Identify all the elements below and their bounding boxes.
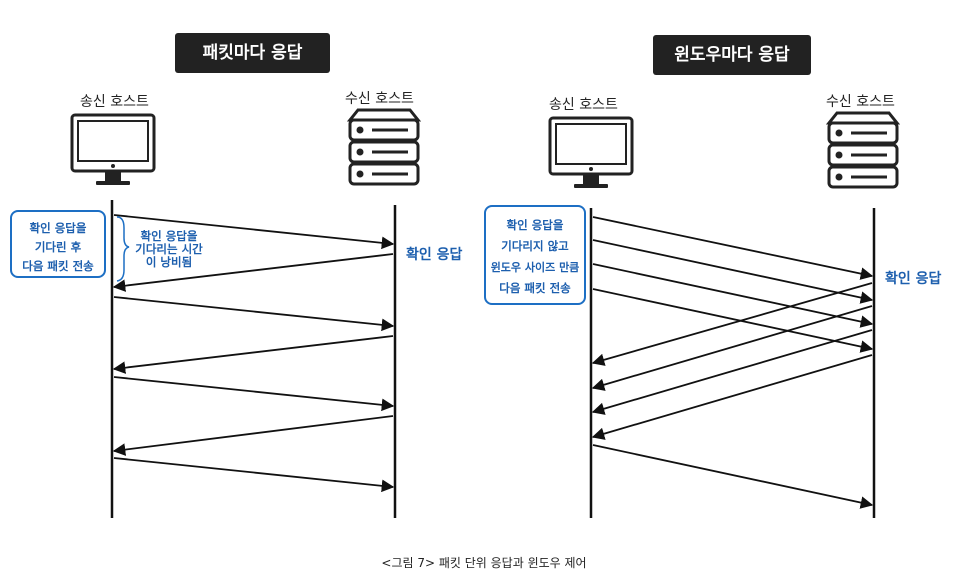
right-ack-label: 확인 응답 [885,271,942,287]
packet-arrow [113,214,395,250]
wait-brace [116,216,130,282]
packet-arrow [113,457,395,493]
note-line: 다음 패킷 전송 [499,281,571,295]
packet-arrow [592,216,874,280]
figure-caption: <그림 7> 패킷 단위 응답과 윈도우 제어 [381,556,587,570]
ack-arrow [591,354,873,440]
ack-arrow [591,282,873,366]
server-icon [825,111,901,189]
right-sender-label: 송신 호스트 [549,97,618,113]
ack-arrow [112,415,394,456]
ack-arrow [591,329,873,415]
monitor-icon [70,113,156,185]
note-line: 확인 응답을 [140,229,198,243]
packet-arrow [113,296,395,332]
note-line: 기다리지 않고 [501,239,569,253]
wait-time-note: 확인 응답을 기다리는 시간 이 낭비됨 [125,230,213,269]
packet-arrow [592,239,874,304]
note-line: 기다린 후 [34,240,82,254]
note-line: 확인 응답을 [29,221,87,235]
note-line: 다음 패킷 전송 [22,259,94,273]
left-title: 패킷마다 응답 [175,33,330,73]
ack-arrow [591,305,873,391]
packet-arrow [592,288,874,353]
left-note-box: 확인 응답을 기다린 후 다음 패킷 전송 [10,210,106,278]
ack-arrow [112,253,394,292]
note-line: 윈도우 사이즈 만큼 [490,261,580,274]
left-sender-label: 송신 호스트 [80,94,149,110]
packet-arrow [592,263,874,328]
ack-arrow [112,335,394,374]
monitor-icon [548,116,634,188]
packet-arrow [113,376,395,412]
right-note-box: 확인 응답을 기다리지 않고 윈도우 사이즈 만큼 다음 패킷 전송 [484,205,586,305]
right-receiver-label: 수신 호스트 [826,94,895,110]
server-icon [346,108,422,186]
right-title: 윈도우마다 응답 [653,35,811,75]
left-ack-label: 확인 응답 [406,247,463,263]
note-line: 이 낭비됨 [145,255,193,269]
left-receiver-label: 수신 호스트 [345,91,414,107]
note-line: 기다리는 시간 [135,242,203,256]
packet-arrow [592,444,874,509]
note-line: 확인 응답을 [506,218,564,232]
